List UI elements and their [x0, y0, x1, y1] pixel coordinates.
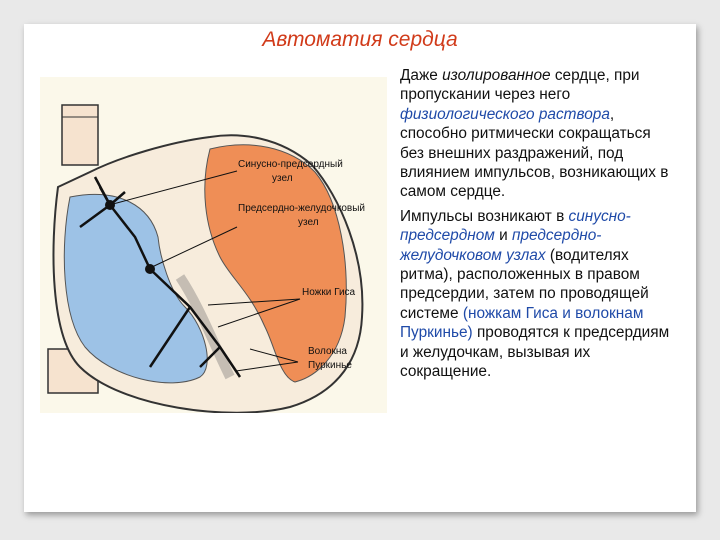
label-his-bundle: Ножки Гиса: [302, 287, 356, 298]
p1-italic-solution: физиологического раствора: [400, 105, 610, 123]
p2-text-7: проводятся к предсердиям и желудочкам, в…: [400, 324, 670, 381]
label-sa-node-line2: узел: [272, 173, 293, 184]
paragraph-1: Даже изолированное сердце, при пропускан…: [400, 66, 670, 202]
vessel-rings: [62, 104, 98, 118]
superior-vessel: [61, 104, 99, 166]
p1-text-1: Даже: [400, 67, 443, 84]
p1-text-3: сердце, при пропускании через него: [400, 67, 640, 104]
p2-text-5: (водителях ритма), расположенных в право…: [400, 246, 649, 322]
p2-text-3: и: [494, 227, 512, 245]
p2-blue-fibers: (ножкам Гиса и волокнам Пуркинье): [400, 304, 644, 342]
sa-node-marker: [105, 200, 115, 210]
label-purkinje-line1: Волокна: [308, 346, 347, 357]
p2-italic-av-nodes: предсердно-желудочковом узлах: [400, 227, 602, 264]
p1-italic-isolated: изолированное: [442, 67, 551, 84]
slide: Автоматия сердца: [24, 24, 696, 512]
septum: [175, 274, 235, 380]
conduction-system: [79, 176, 242, 378]
paragraph-2: Импульсы возникают в синусно-предсердном…: [400, 207, 670, 382]
heart-diagram-svg: Синусно-предсердный узел Предсердно-желу…: [40, 77, 387, 414]
av-node-marker: [145, 264, 155, 274]
label-sa-node-line1: Синусно-предсердный: [238, 159, 343, 170]
label-av-node-line1: Предсердно-желудочковый: [238, 203, 365, 214]
slide-title: Автоматия сердца: [262, 28, 458, 51]
left-heart-region: [204, 144, 347, 383]
p2-text-1: Импульсы возникают в: [400, 207, 569, 225]
leader-lines: [112, 170, 301, 372]
p2-italic-sa-node: синусно-предсердном: [400, 207, 631, 245]
description-text: Даже изолированное сердце, при пропускан…: [400, 66, 670, 387]
p1-text-5: , способно ритмически сокращаться без вн…: [400, 105, 669, 201]
heart-conduction-diagram: Синусно-предсердный узел Предсердно-желу…: [40, 77, 387, 414]
label-purkinje-line2: Пуркинье: [308, 360, 352, 371]
label-av-node-line2: узел: [298, 217, 319, 228]
